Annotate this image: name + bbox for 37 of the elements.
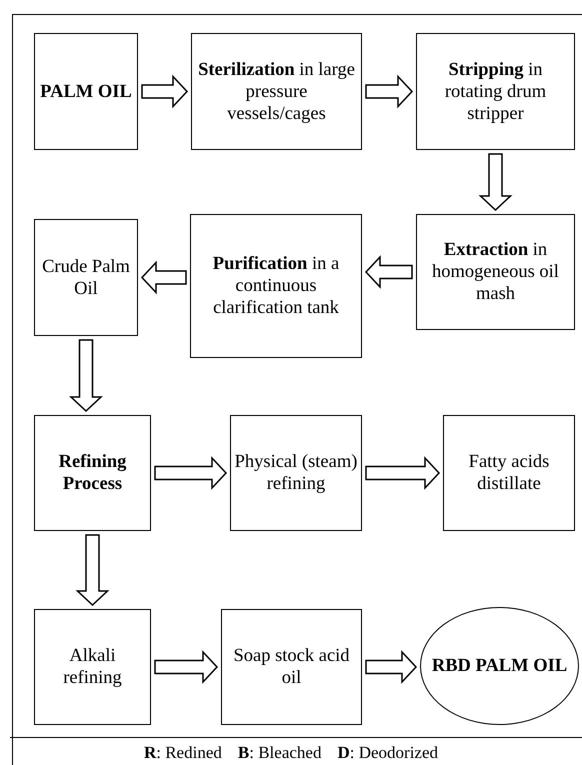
step-text: Purification in a continuous clarification tank (212, 253, 340, 319)
legend-note: B: Bleached (238, 743, 322, 763)
block-arrow (154, 650, 218, 684)
process-box (34, 33, 138, 150)
legend-note: R: Redined (144, 743, 222, 763)
block-arrow (364, 255, 413, 289)
process-box (443, 415, 575, 531)
block-arrow (365, 650, 418, 684)
process-box (221, 609, 362, 725)
step-text: Crude Palm Oil (41, 256, 131, 300)
step-text: Stripping in rotating drum stripper (444, 58, 548, 124)
block-arrow (69, 339, 103, 412)
block-arrow (141, 74, 188, 108)
process-box (416, 214, 575, 330)
step-text: Extraction in homogeneous oil mash (431, 239, 560, 305)
process-box (34, 415, 151, 531)
step-text: Refining Process (58, 451, 128, 495)
block-arrow (76, 534, 110, 606)
block-arrow (154, 456, 228, 490)
step-text: Soap stock acid oil (232, 645, 351, 689)
step-text: Alkali refining (62, 645, 123, 689)
step-text: Physical (steam) refining (234, 451, 358, 495)
step-text: Fatty acids distillate (468, 451, 550, 495)
block-arrow (140, 260, 187, 294)
step-text: PALM OIL (40, 80, 132, 102)
process-box (34, 609, 151, 725)
process-box (230, 415, 362, 531)
step-text: Sterilization in large pressure vessels/cages (197, 58, 356, 124)
block-arrow (478, 153, 512, 212)
process-box (191, 33, 362, 150)
process-box (34, 219, 138, 336)
process-box (190, 214, 362, 358)
block-arrow (365, 74, 414, 108)
step-text: RBD PALM OIL (432, 655, 568, 677)
process-box (416, 33, 575, 150)
block-arrow (365, 456, 440, 490)
legend-note: D: Deodorized (337, 743, 438, 763)
